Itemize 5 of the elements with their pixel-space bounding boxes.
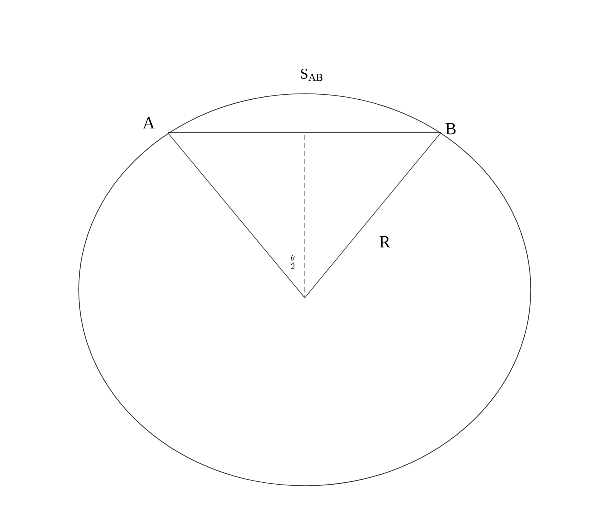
point-label: B bbox=[446, 123, 456, 135]
radius-label: R bbox=[380, 236, 391, 248]
point-label: A bbox=[143, 117, 156, 129]
angle-label: $\frac{\theta}{2}$ bbox=[290, 255, 296, 269]
arc-label: S$_{AB}$ bbox=[301, 68, 323, 82]
